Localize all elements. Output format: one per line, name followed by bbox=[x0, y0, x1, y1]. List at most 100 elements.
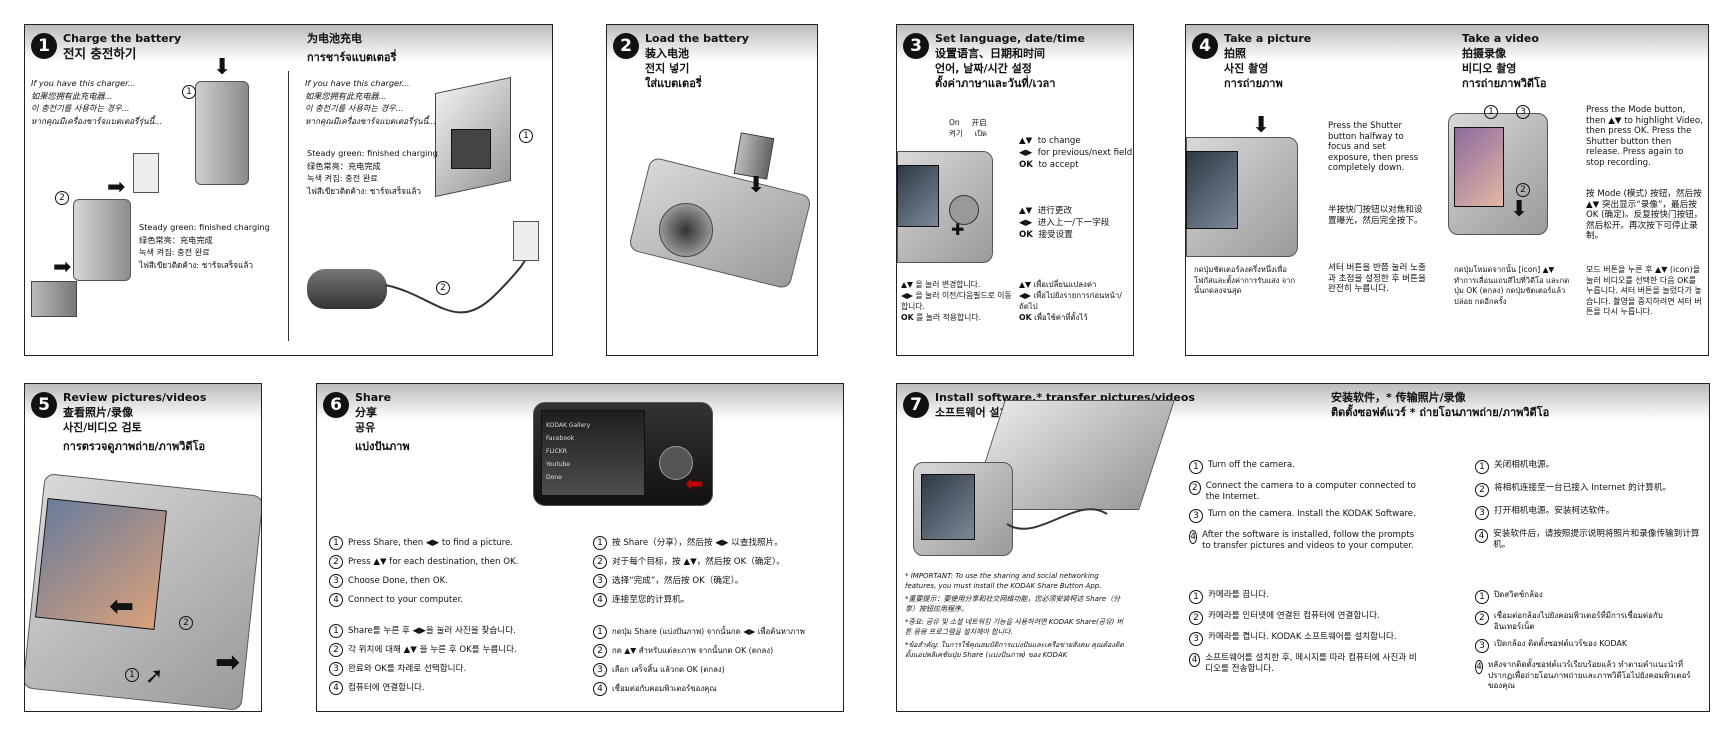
menu-item: FLICKR bbox=[546, 448, 567, 455]
note-ko: *중요: 공유 및 소셜 네트워킹 기능을 사용하려면 KODAK Share(… bbox=[905, 618, 1124, 636]
step-num: 3 bbox=[1189, 632, 1203, 646]
title-th: ใส่แบตเตอรี่ bbox=[645, 77, 702, 90]
step-number-badge: 3 bbox=[903, 33, 929, 59]
usb-cable-icon bbox=[1006, 508, 1108, 530]
callout-3: 3 bbox=[1516, 105, 1530, 119]
step-number-badge: 7 bbox=[903, 392, 929, 418]
step-text: Turn off the camera. bbox=[1208, 460, 1295, 470]
panel-header bbox=[25, 384, 261, 420]
title-en: Set language, date/time bbox=[935, 32, 1085, 45]
down-arrow-icon: ⬇ bbox=[1510, 197, 1529, 222]
status-th: ไฟสีเขียวติดค้าง: ชาร์จเสร็จแล้ว bbox=[139, 259, 254, 270]
status-en: Steady green: finished charging bbox=[139, 222, 270, 232]
lens-icon bbox=[659, 203, 713, 257]
intro-zh: 如果您拥有此充电器... bbox=[305, 90, 387, 101]
step-text: 按 Share（分享），然后按 ◀▶ 以查找照片。 bbox=[612, 538, 783, 548]
shutter-press-arrow-icon: ⬇ bbox=[1252, 113, 1271, 138]
title-zh: 设置语言、日期和时间 bbox=[935, 47, 1045, 60]
title-en: Charge the battery bbox=[63, 32, 182, 45]
camera-cable-illustration bbox=[307, 269, 387, 309]
instruction-text: 을 눌러 변경합니다. bbox=[915, 280, 981, 289]
picture-instructions-en: Press the Shutter button halfway to focu… bbox=[1328, 121, 1419, 173]
step-text: กดปุ่ม Share (แบ่งปันภาพ) จากนั้นกด ◀▶ เ… bbox=[612, 627, 805, 636]
step-text: 카메라를 끕니다. bbox=[1208, 590, 1269, 600]
press-arrow-icon: ➚ bbox=[145, 664, 164, 689]
panel-title: Set language, date/time 设置语言、日期和时间 언어, 날… bbox=[935, 31, 1085, 91]
title-zh: 拍摄录像 bbox=[1462, 47, 1506, 60]
step-text: 각 위치에 대해 ▲▼ 을 누른 후 OK를 누릅니다. bbox=[348, 645, 517, 655]
title-th: การชาร์จแบตเตอรี่ bbox=[307, 51, 397, 64]
th-instructions: ▲▼ เพื่อเปลี่ยนแปลงค่า ◀▶ เพื่อไปยังรายก… bbox=[1019, 279, 1131, 323]
charger-body-illustration bbox=[73, 199, 131, 281]
step-num: 4 bbox=[329, 592, 343, 607]
step-num: 4 bbox=[1189, 653, 1201, 667]
note-zh: *重要提示：要使用分享和社交网络功能，您必须安装柯达 Share（分享）按钮应用… bbox=[905, 595, 1121, 613]
step-text: Share를 누른 후 ◀▶을 눌러 사진을 찾습니다. bbox=[348, 626, 516, 636]
video-instructions-zh: 按 Mode (模式) 按钮，然后按 ▲▼ 突出显示“录像”，最后按 OK (确… bbox=[1586, 189, 1703, 241]
title-zh: 安装软件，* 传输照片/录像 bbox=[1331, 391, 1466, 404]
video-instructions-ko: 모드 버튼을 누른 후 ▲▼ (icon)을 눌러 비디오를 선택한 다음 OK… bbox=[1586, 265, 1702, 316]
right-arrow-icon: ➡ bbox=[107, 175, 126, 200]
step-num: 2 bbox=[329, 642, 343, 657]
status-zh: 绿色常亮：充电完成 bbox=[139, 234, 213, 245]
note-en: * IMPORTANT: To use the sharing and soci… bbox=[905, 572, 1102, 590]
title-ko: 전지 넣기 bbox=[645, 62, 690, 75]
panel-header bbox=[607, 25, 817, 61]
title-en: Take a picture bbox=[1224, 32, 1312, 45]
step-num: 3 bbox=[329, 661, 343, 676]
title-zh: 装入电池 bbox=[645, 47, 689, 60]
step-number-badge: 4 bbox=[1192, 33, 1218, 59]
camera-screen bbox=[897, 165, 939, 227]
step-num: 2 bbox=[329, 554, 343, 569]
title-th: ติดตั้งซอฟต์แวร์ * ถ่ายโอนภาพถ่าย/ภาพวิด… bbox=[1331, 406, 1550, 419]
status-zh: 绿色常亮：充电完成 bbox=[307, 160, 381, 171]
step-text: Connect to your computer. bbox=[348, 595, 464, 605]
panel-charge-battery: 1 Charge the battery 전지 충전하기 为电池充电 การชา… bbox=[24, 24, 553, 356]
dpad-illustration bbox=[659, 446, 693, 480]
step-text: 카메라를 인터넷에 연결된 컴퓨터에 연결합니다. bbox=[1208, 611, 1380, 621]
step-num: 4 bbox=[329, 680, 343, 695]
key-ok: OK bbox=[1019, 313, 1032, 322]
step-num: 4 bbox=[593, 592, 607, 607]
step-text: Choose Done, then OK. bbox=[348, 576, 448, 586]
panel-load-battery: 2 Load the battery 装入电池 전지 넣기 ใส่แบตเตอร… bbox=[606, 24, 818, 356]
power-on-labels: On 开启 켜기 เปิด bbox=[949, 117, 987, 139]
on-ko: 켜기 bbox=[949, 129, 963, 138]
title-en: Load the battery bbox=[645, 32, 749, 45]
title-ko: 비디오 촬영 bbox=[1462, 62, 1517, 75]
title-th: การถ่ายภาพ bbox=[1224, 77, 1283, 90]
step-num: 3 bbox=[1189, 509, 1203, 523]
share-button-arrow-icon: ⬅ bbox=[685, 472, 704, 497]
key-ok: OK bbox=[1019, 160, 1033, 170]
step-text: ปิดสวิตช์กล้อง bbox=[1494, 590, 1543, 599]
callout-1: 1 bbox=[125, 668, 139, 682]
step-text: 对于每个目标，按 ▲▼，然后按 OK（确定）。 bbox=[612, 557, 785, 567]
menu-item: Done bbox=[546, 474, 562, 481]
camera-screen bbox=[1186, 151, 1238, 229]
instruction-text: เพื่อไปยังรายการก่อนหน้า/ถัดไป bbox=[1019, 291, 1122, 311]
down-arrow-icon: ⬇ bbox=[747, 173, 766, 198]
step-num: 2 bbox=[593, 644, 607, 658]
step-num: 3 bbox=[593, 663, 607, 677]
battery-in-charger-illustration bbox=[451, 129, 491, 169]
status-en: Steady green: finished charging bbox=[307, 148, 438, 158]
step-num: 4 bbox=[1475, 529, 1489, 543]
step-num: 2 bbox=[593, 554, 607, 569]
important-notes: * IMPORTANT: To use the sharing and soci… bbox=[905, 572, 1127, 660]
step-text: Turn on the camera. Install the KODAK So… bbox=[1208, 509, 1416, 519]
panel-title-right: Take a video 拍摄录像 비디오 촬영 การถ่ายภาพวิดีโ… bbox=[1462, 31, 1547, 91]
title-ko: 사진 촬영 bbox=[1224, 62, 1269, 75]
wall-outlet-illustration bbox=[133, 153, 159, 193]
menu-item: Facebook bbox=[546, 435, 575, 442]
callout-1: 1 bbox=[1484, 105, 1498, 119]
key-leftright: ◀▶ bbox=[1019, 218, 1033, 228]
title-en: Review pictures/videos bbox=[63, 391, 207, 404]
step-number-badge: 5 bbox=[31, 392, 57, 418]
step-num: 2 bbox=[1475, 611, 1489, 625]
step-text: Press Share, then ◀▶ to find a picture. bbox=[348, 538, 513, 548]
